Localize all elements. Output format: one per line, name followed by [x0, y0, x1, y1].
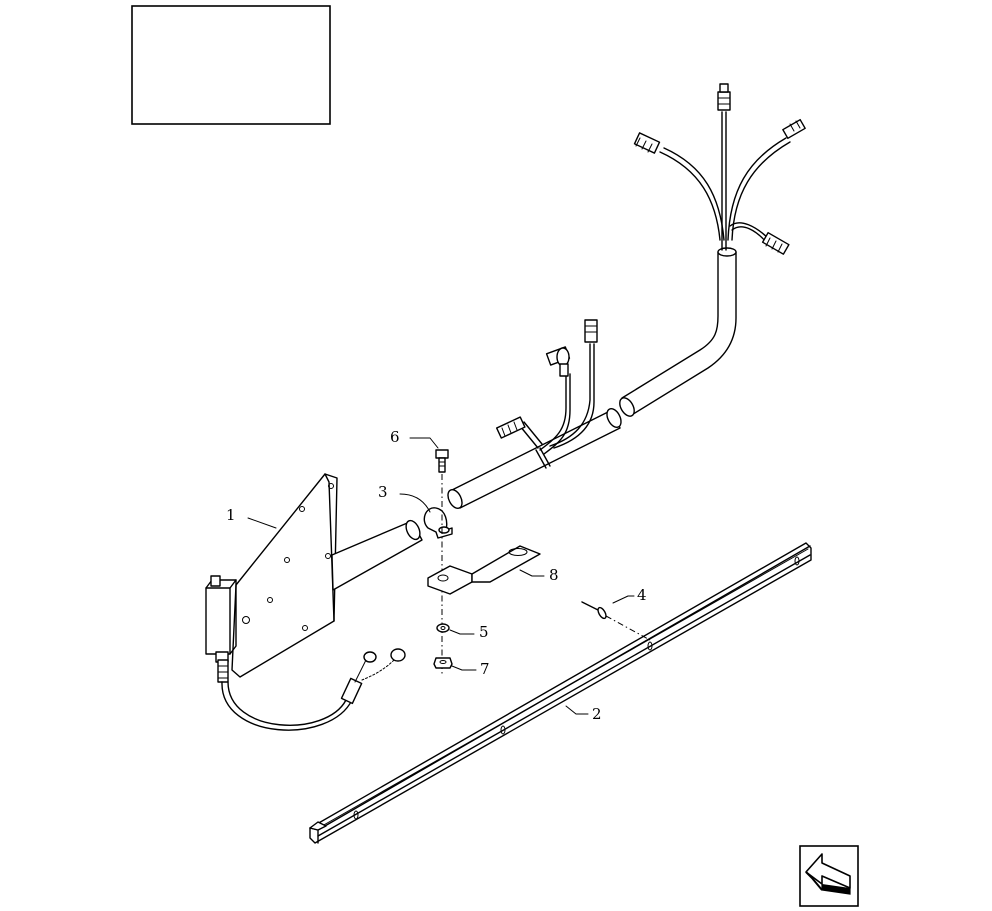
part-4-rivet — [581, 601, 651, 641]
valve-block — [205, 575, 237, 683]
leader-lines — [247, 437, 635, 715]
harness-tube-main — [447, 407, 622, 510]
callout-7: 7 — [480, 660, 490, 678]
callout-6: 6 — [390, 428, 400, 446]
callout-8: 8 — [549, 566, 559, 584]
callout-2: 2 — [592, 705, 602, 723]
part-1-plate — [231, 473, 338, 678]
part-6-bolt — [435, 449, 449, 473]
lower-hose — [221, 648, 406, 731]
callout-4: 4 — [637, 586, 647, 604]
harness-tube-upper — [619, 247, 737, 417]
middle-hoses — [495, 319, 598, 455]
callout-1: 1 — [226, 506, 236, 524]
part-5-washer — [436, 623, 450, 633]
part-3-clamp — [423, 507, 453, 539]
part-8-bracket — [427, 545, 541, 595]
part-7-nut — [433, 657, 453, 669]
callout-3: 3 — [378, 483, 388, 501]
part-2-rail — [309, 542, 812, 844]
upper-hoses — [633, 83, 806, 255]
callout-5: 5 — [479, 623, 489, 641]
arrow-back-icon[interactable] — [799, 845, 859, 907]
title-box — [131, 5, 331, 125]
harness-tube-lower — [331, 519, 423, 591]
